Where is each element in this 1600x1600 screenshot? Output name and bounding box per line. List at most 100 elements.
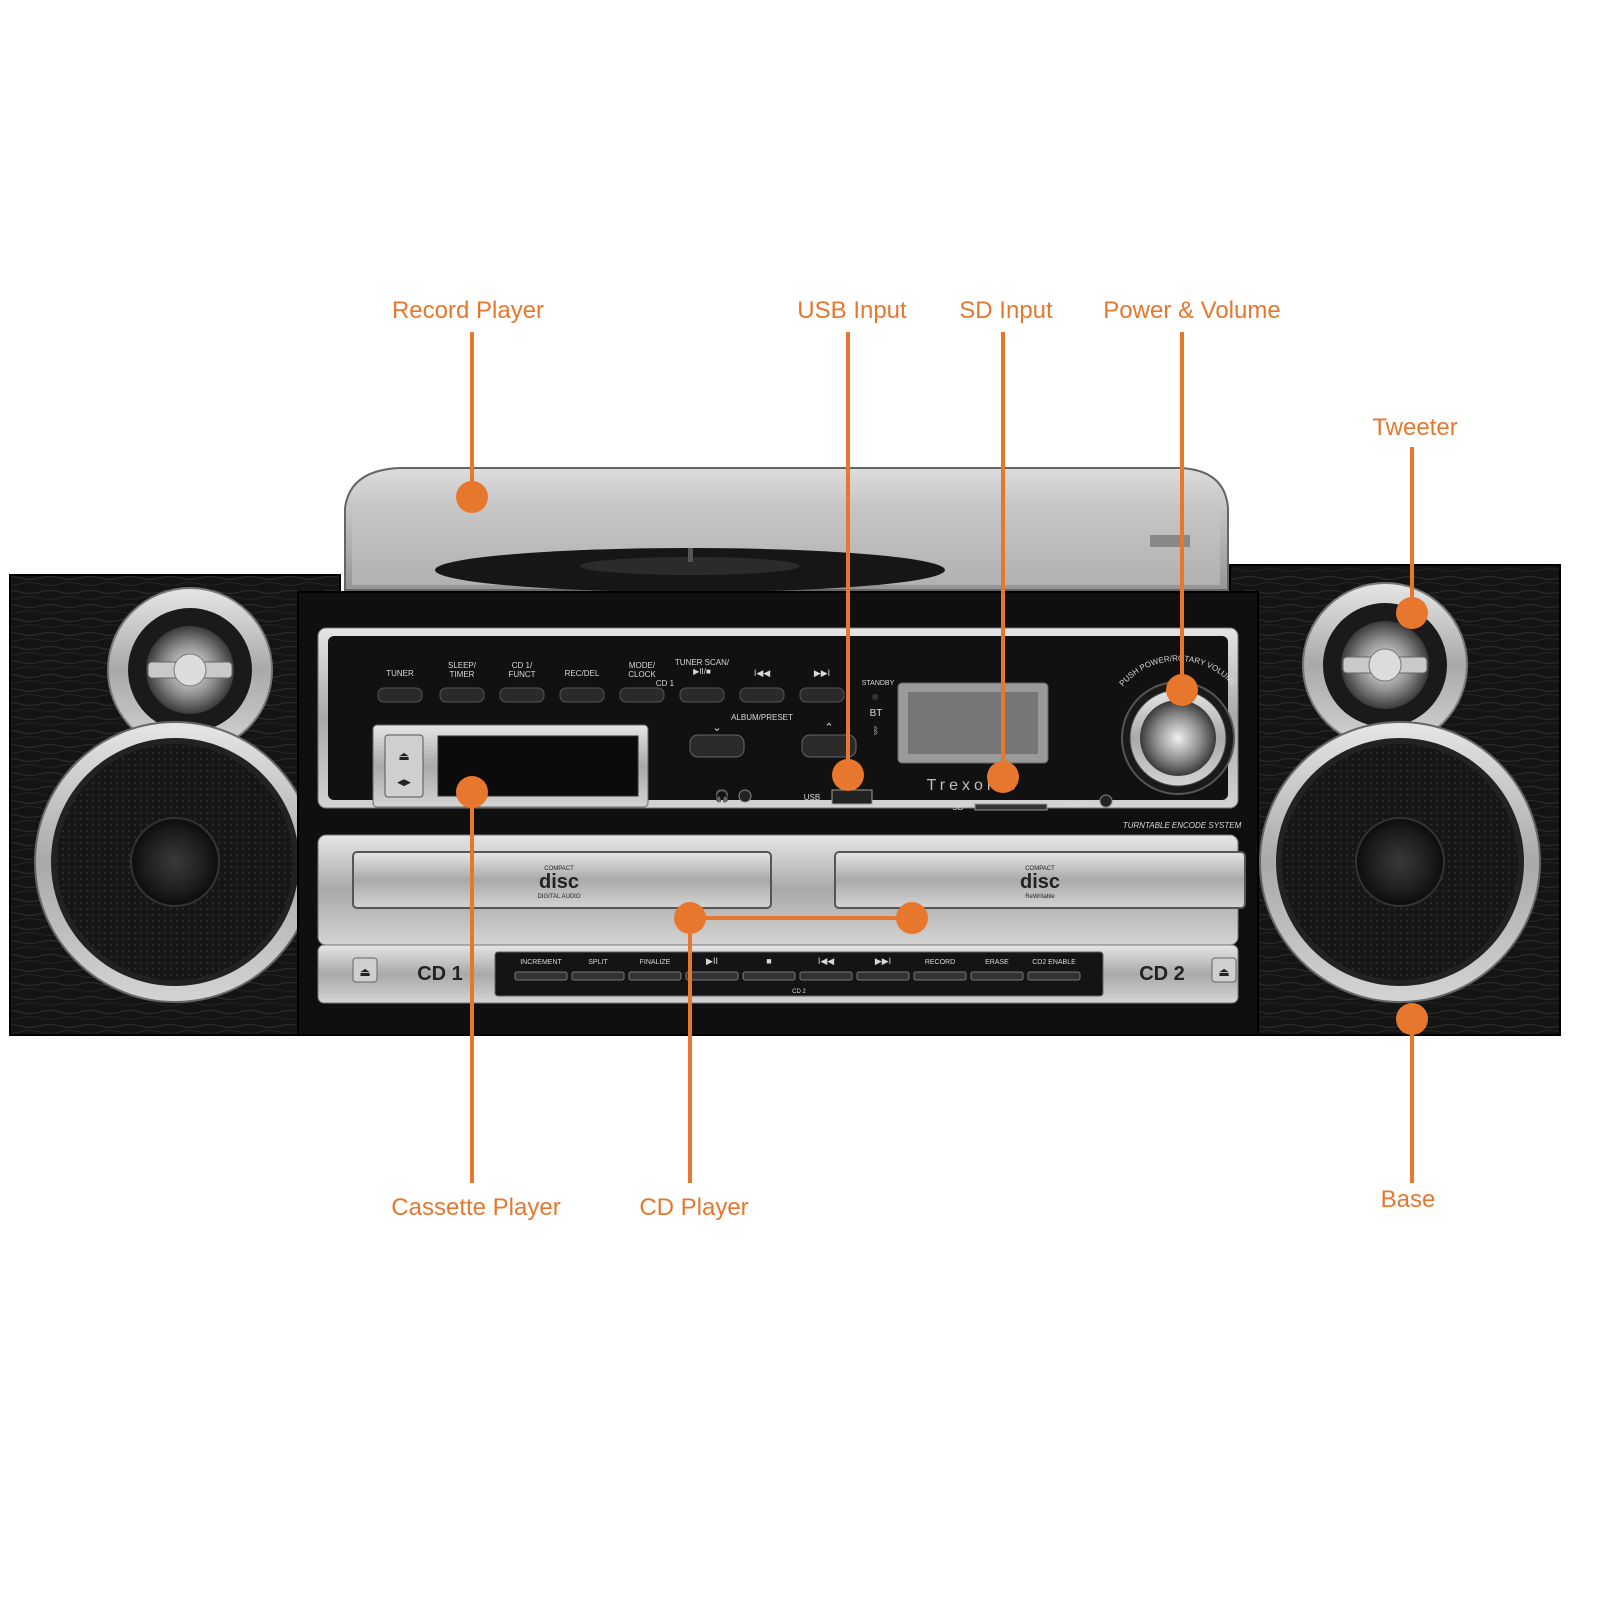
prev-button[interactable]	[739, 687, 785, 703]
standby-label: STANDBY	[862, 680, 895, 687]
cd2-label: CD 2	[1139, 963, 1185, 985]
cd2-btn-label-8: ERASE	[985, 959, 1009, 966]
cd2-prev-button[interactable]	[799, 971, 853, 981]
aux-jack[interactable]	[1099, 794, 1113, 808]
right-speaker	[1229, 564, 1561, 1036]
cd2-button-row: INCREMENT SPLIT FINALIZE ▶II ■ I◀◀ ▶▶I R…	[514, 956, 1081, 995]
cd2-eject-button[interactable]	[1211, 957, 1237, 983]
power-volume-dot	[1166, 674, 1198, 706]
album-up-button[interactable]	[801, 734, 857, 758]
cd2-drawer[interactable]	[834, 851, 1246, 909]
tweeter-dot	[1396, 597, 1428, 629]
cd2-btn-label-1: SPLIT	[588, 959, 608, 966]
cd2-btn-label-5: I◀◀	[818, 956, 834, 966]
cd2-btn-label-4: ■	[766, 956, 771, 966]
erase-button[interactable]	[970, 971, 1024, 981]
tuner-button[interactable]	[377, 687, 423, 703]
svg-text:⌄: ⌄	[712, 722, 721, 734]
label-tweeter: Tweeter	[1372, 414, 1457, 441]
cassette-dot	[456, 776, 488, 808]
usb-label: USB	[804, 793, 820, 802]
cd2-stop-button[interactable]	[742, 971, 796, 981]
eject-icon-left: ⏏	[359, 965, 370, 979]
cd-player-dot-right	[896, 902, 928, 934]
top-button-row: TUNER SLEEP/TIMER CD 1/FUNCT REC/DEL MOD…	[377, 658, 845, 703]
cd1-eject-button[interactable]	[352, 957, 378, 983]
eject-icon-right: ⏏	[1218, 965, 1229, 979]
record-button[interactable]	[913, 971, 967, 981]
label-cassette-player: Cassette Player	[391, 1194, 560, 1221]
album-down-button[interactable]	[689, 734, 745, 758]
sd-dot	[987, 761, 1019, 793]
sd-label: SD	[952, 803, 963, 812]
cd2-btn-label-2: FINALIZE	[640, 959, 671, 966]
right-tweeter	[1302, 582, 1468, 748]
btn-label-3: REC/DEL	[565, 669, 600, 678]
left-tweeter	[107, 587, 273, 753]
volume-knob[interactable]	[1140, 700, 1216, 776]
cassette-deck: ⏏ ◀▶	[372, 724, 649, 808]
mode-clock-button[interactable]	[619, 687, 665, 703]
btn-label-6: I◀◀	[754, 668, 770, 678]
btn-label-0: TUNER	[386, 669, 414, 678]
cd2-next-button[interactable]	[856, 971, 910, 981]
split-button[interactable]	[571, 971, 625, 981]
label-power-volume: Power & Volume	[1103, 297, 1280, 324]
label-base: Base	[1381, 1186, 1436, 1213]
callout-labels: Record Player USB Input SD Input Power &…	[391, 297, 1457, 1221]
btn-label-2: CD 1/FUNCT	[508, 661, 535, 679]
disc-sub-right: ReWritable	[1025, 894, 1055, 900]
cd1-funct-button[interactable]	[499, 687, 545, 703]
disc-logo-left: disc	[539, 871, 579, 893]
cd2-btn-label-0: INCREMENT	[520, 959, 562, 966]
callouts	[456, 332, 1428, 1183]
base-dot	[1396, 1003, 1428, 1035]
record-player-dot	[456, 481, 488, 513]
label-usb-input: USB Input	[797, 297, 907, 324]
cd2-play-pause-button[interactable]	[685, 971, 739, 981]
rec-del-button[interactable]	[559, 687, 605, 703]
play-pause-button[interactable]	[679, 687, 725, 703]
aux-label: AUX IN	[1068, 801, 1091, 808]
cd1-label: CD 1	[417, 963, 463, 985]
cd1-group-label: CD 1	[656, 679, 675, 688]
cd2-btn-label-6: ▶▶I	[875, 956, 891, 966]
btn-label-1: SLEEP/TIMER	[448, 661, 477, 679]
finalize-button[interactable]	[628, 971, 682, 981]
disc-logo-right: disc	[1020, 871, 1060, 893]
compact-text-right: COMPACT	[1025, 866, 1055, 872]
next-button[interactable]	[799, 687, 845, 703]
usb-dot	[832, 759, 864, 791]
btn-label-5: TUNER SCAN/▶II/■	[675, 658, 730, 676]
headphone-icon: 🎧	[715, 789, 730, 803]
label-cd-player: CD Player	[639, 1194, 748, 1221]
left-speaker	[9, 574, 341, 1036]
svg-text:⏏: ⏏	[398, 749, 409, 763]
label-record-player: Record Player	[392, 297, 544, 324]
bt-label: BT	[870, 708, 883, 719]
cd2-btn-label-9: CD2 ENABLE	[1032, 959, 1076, 966]
main-unit: TUNER SLEEP/TIMER CD 1/FUNCT REC/DEL MOD…	[297, 591, 1259, 1036]
label-sd-input: SD Input	[959, 297, 1053, 324]
svg-text:◀▶: ◀▶	[397, 777, 411, 787]
btn-label-7: ▶▶I	[814, 668, 830, 678]
cd2-group-label: CD 2	[792, 989, 806, 995]
cd2-btn-label-3: ▶II	[706, 956, 718, 966]
headphone-jack[interactable]	[738, 789, 752, 803]
sleep-timer-button[interactable]	[439, 687, 485, 703]
cd2-enable-button[interactable]	[1027, 971, 1081, 981]
encode-label: TURNTABLE ENCODE SYSTEM	[1123, 821, 1242, 830]
cd1-drawer[interactable]	[352, 851, 772, 909]
usb-port[interactable]	[831, 789, 873, 805]
left-woofer	[34, 721, 316, 1003]
sd-slot[interactable]	[974, 803, 1048, 811]
increment-button[interactable]	[514, 971, 568, 981]
cd-player-dot-left	[674, 902, 706, 934]
svg-text:⌃: ⌃	[824, 722, 833, 734]
turntable-lid	[344, 467, 1229, 592]
bluetooth-icon: ᛒ	[873, 726, 879, 737]
right-woofer	[1259, 721, 1541, 1003]
disc-sub-left: DIGITAL AUDIO	[537, 894, 580, 900]
standby-led	[872, 694, 878, 700]
